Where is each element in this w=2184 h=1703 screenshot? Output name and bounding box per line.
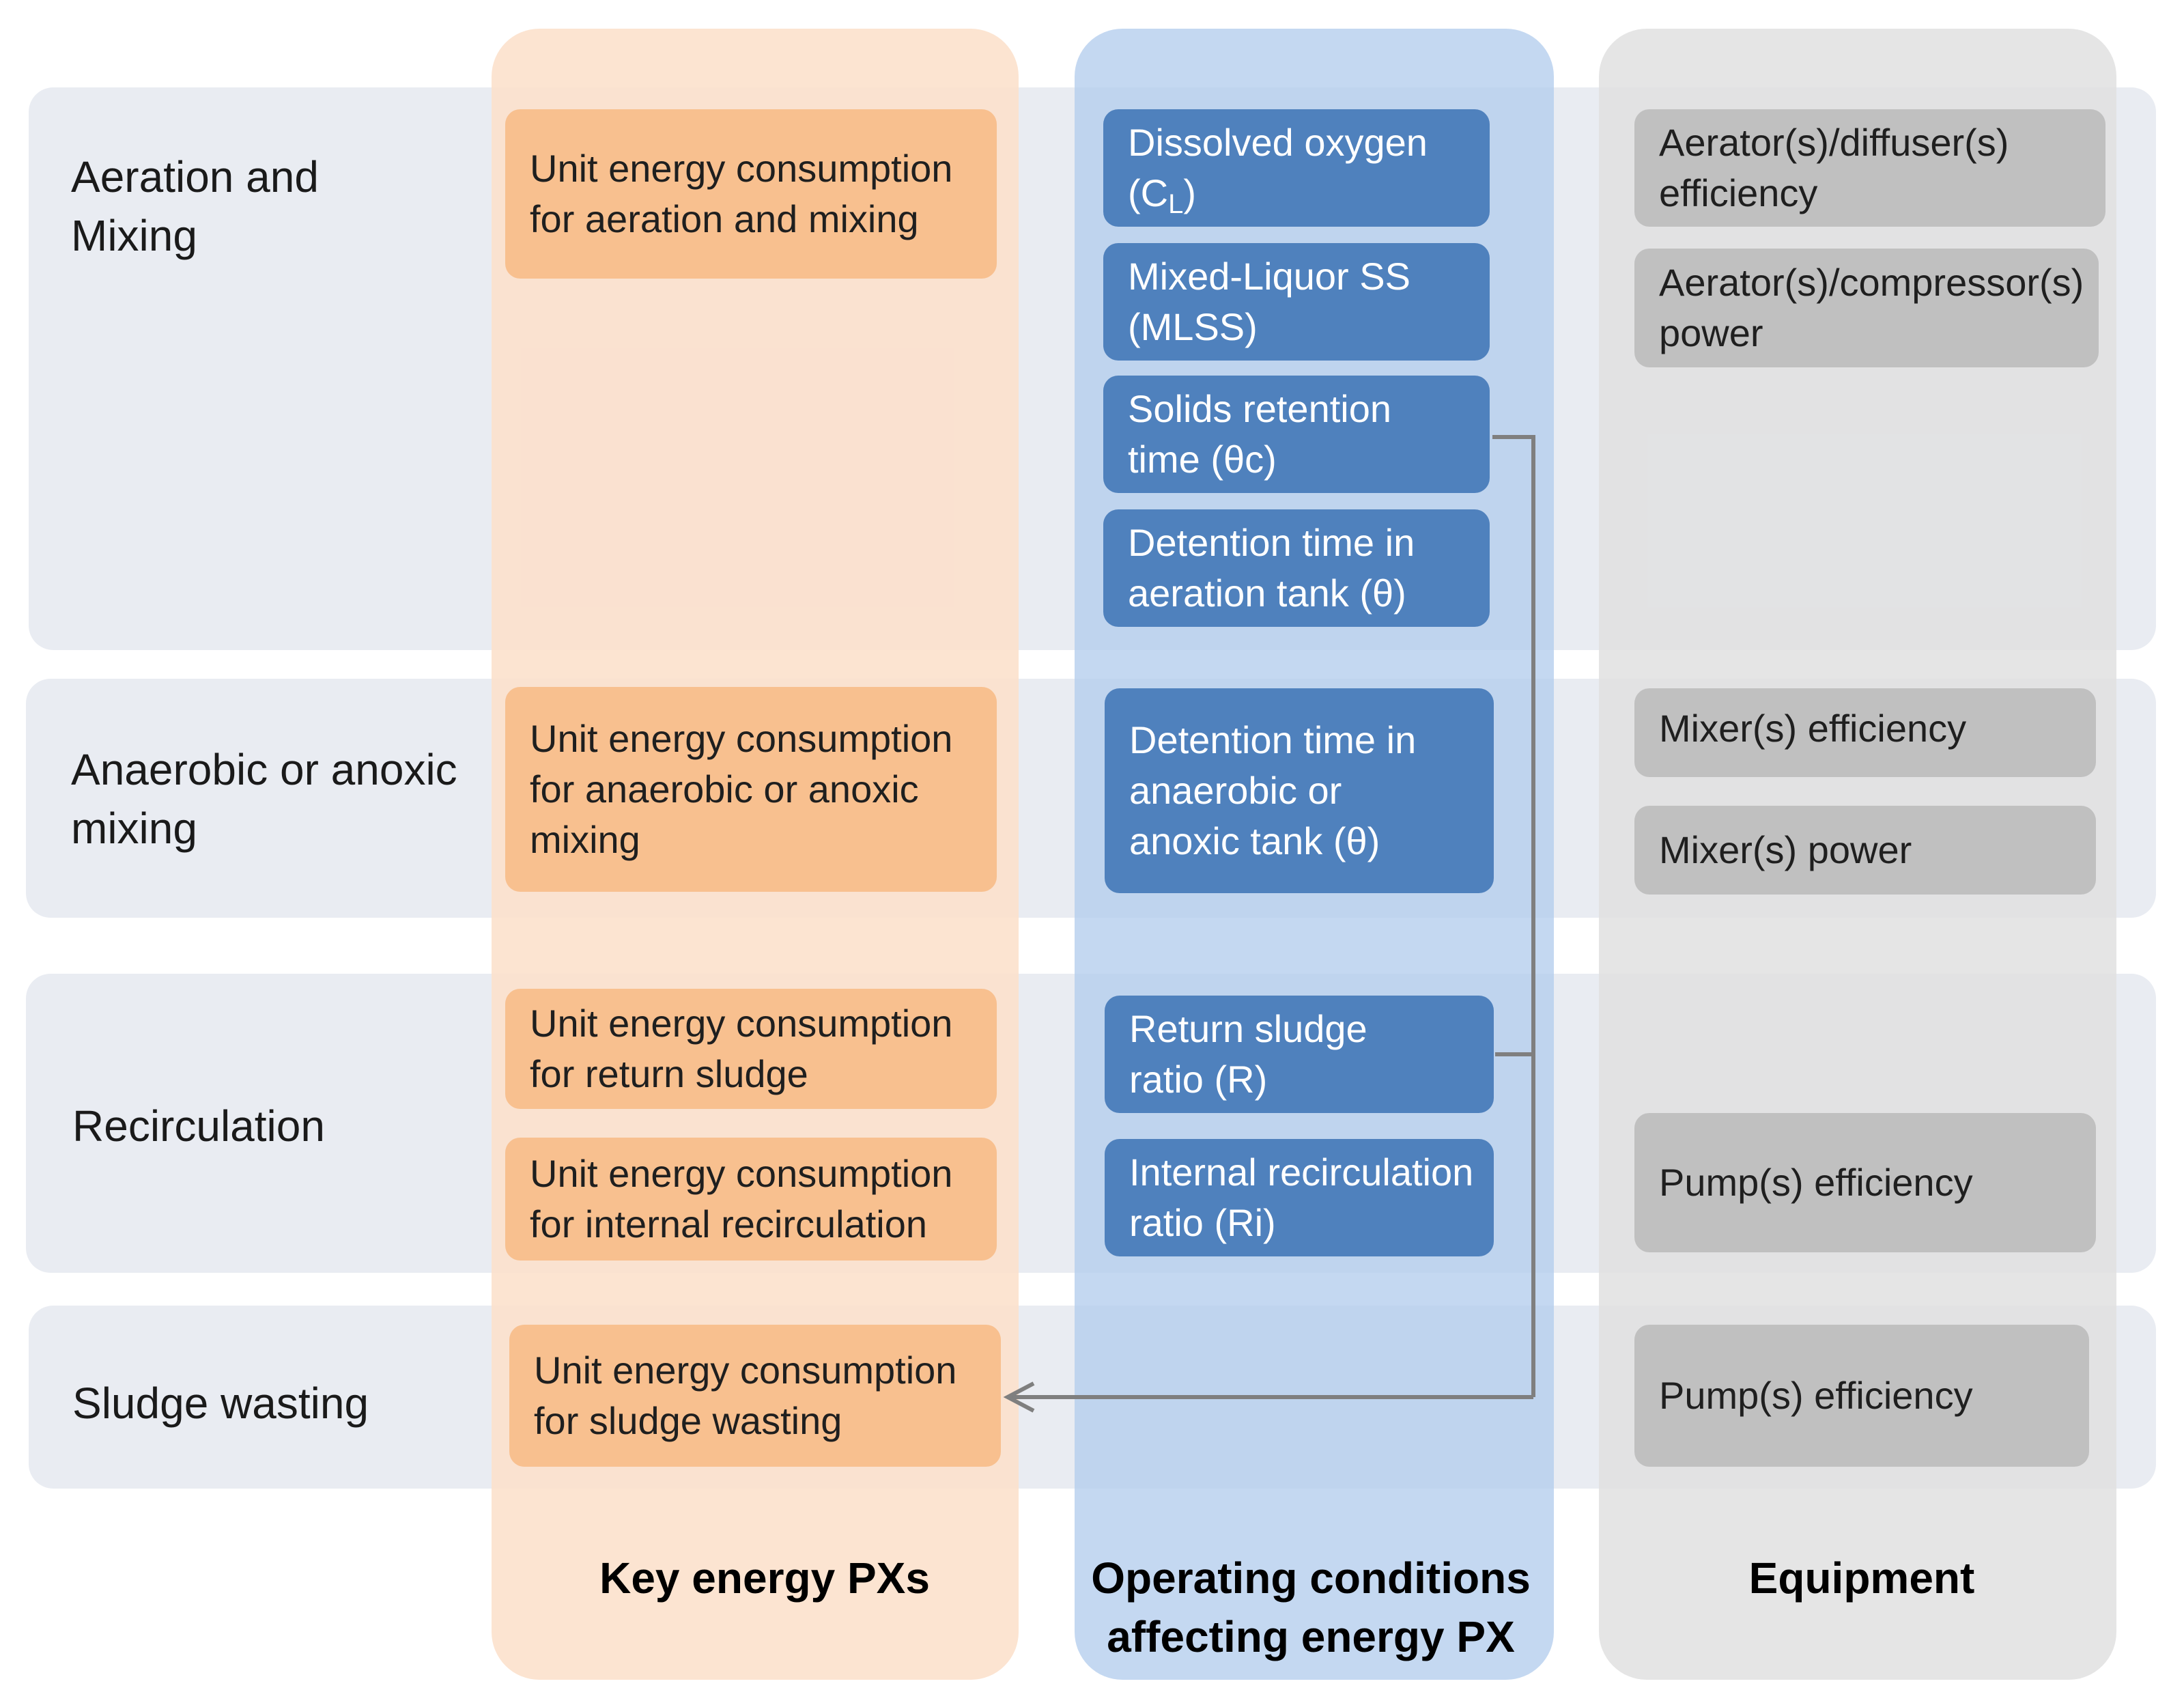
box-text-line: Unit energy consumption xyxy=(530,1152,953,1195)
box-text-line: anaerobic or xyxy=(1129,769,1342,812)
key-px-internal-recirculation: Unit energy consumption for internal rec… xyxy=(505,1138,997,1261)
row-label-aeration: Aeration and Mixing xyxy=(71,147,319,265)
symbol-text: (C xyxy=(1128,171,1169,214)
column-title-equipment: Equipment xyxy=(1748,1553,1975,1603)
row-label-line: mixing xyxy=(71,804,197,853)
connector-srt xyxy=(1492,435,1535,1397)
condition-mlss: Mixed-Liquor SS (MLSS) xyxy=(1103,243,1490,361)
condition-detention-time-anaerobic: Detention time in anaerobic or anoxic ta… xyxy=(1105,688,1494,893)
column-title-line: Operating conditions xyxy=(1091,1553,1531,1603)
box-text-line: Detention time in xyxy=(1129,718,1417,761)
symbol-text: ) xyxy=(1183,171,1196,214)
subscript-text: L xyxy=(1168,189,1184,219)
box-text-line: aeration tank (θ) xyxy=(1128,572,1406,615)
box-text-line: for aeration and mixing xyxy=(530,197,919,240)
row-label-line: Anaerobic or anoxic xyxy=(71,745,457,794)
box-text-line: ratio (R) xyxy=(1129,1058,1268,1101)
equipment-mixer-power: Mixer(s) power xyxy=(1634,806,2096,895)
equipment-pump-efficiency-recirculation: Pump(s) efficiency xyxy=(1634,1113,2096,1252)
box-text-line: for internal recirculation xyxy=(530,1202,928,1245)
box-text-line: Detention time in xyxy=(1128,521,1415,564)
box-text-line: Pump(s) efficiency xyxy=(1659,1374,1973,1417)
row-label-line: Aeration and xyxy=(71,152,319,201)
key-px-return-sludge: Unit energy consumption for return sludg… xyxy=(505,989,997,1109)
box-text-line: (CL) xyxy=(1128,168,1465,219)
box-text-line: (MLSS) xyxy=(1128,305,1258,348)
condition-internal-recirculation-ratio: Internal recirculation ratio (Ri) xyxy=(1105,1139,1494,1256)
box-text-line: ratio (Ri) xyxy=(1129,1201,1276,1244)
box-text-line: Unit energy consumption xyxy=(530,147,953,190)
condition-return-sludge-ratio: Return sludge ratio (R) xyxy=(1105,996,1494,1113)
box-text-line: power xyxy=(1659,311,1763,354)
column-title-operating-conditions: Operating conditions affecting energy PX xyxy=(1051,1549,1570,1666)
condition-dissolved-oxygen: Dissolved oxygen (CL) xyxy=(1103,109,1490,227)
equipment-mixer-efficiency: Mixer(s) efficiency xyxy=(1634,688,2096,777)
box-text-line: for anaerobic or anoxic xyxy=(530,768,919,811)
box-text-line: Internal recirculation xyxy=(1129,1151,1474,1194)
row-label-line: Mixing xyxy=(71,211,197,260)
box-text-line: time (θc) xyxy=(1128,438,1277,481)
row-label-line: Sludge wasting xyxy=(72,1379,369,1428)
box-text-line: anoxic tank (θ) xyxy=(1129,819,1380,862)
condition-detention-time-aeration: Detention time in aeration tank (θ) xyxy=(1103,509,1490,627)
row-label-line: Recirculation xyxy=(72,1101,325,1151)
key-px-anaerobic-anoxic: Unit energy consumption for anaerobic or… xyxy=(505,687,997,892)
arrowhead-icon xyxy=(1003,1381,1035,1413)
box-text-line: Unit energy consumption xyxy=(530,717,953,760)
key-px-sludge-wasting: Unit energy consumption for sludge wasti… xyxy=(509,1325,1001,1467)
row-label-anaerobic: Anaerobic or anoxic mixing xyxy=(71,740,457,858)
box-text-line: Mixed-Liquor SS xyxy=(1128,255,1410,298)
box-text-line: Mixer(s) power xyxy=(1659,828,1912,871)
column-title-line: affecting energy PX xyxy=(1107,1612,1515,1661)
box-text-line: for return sludge xyxy=(530,1052,808,1095)
equipment-aerator-compressor-power: Aerator(s)/compressor(s) power xyxy=(1634,249,2099,367)
box-text-line: mixing xyxy=(530,818,640,861)
column-title-key-energy-pxs: Key energy PXs xyxy=(599,1553,930,1603)
box-text-line: Dissolved oxygen xyxy=(1128,121,1428,164)
equipment-aerator-diffuser-efficiency: Aerator(s)/diffuser(s) efficiency xyxy=(1634,109,2105,227)
box-text-line: Solids retention xyxy=(1128,387,1392,430)
row-label-recirculation: Recirculation xyxy=(72,1097,325,1155)
box-text-line: Unit energy consumption xyxy=(530,1002,953,1045)
condition-solids-retention-time: Solids retention time (θc) xyxy=(1103,376,1490,493)
key-px-aeration-mixing: Unit energy consumption for aeration and… xyxy=(505,109,997,279)
box-text-line: Mixer(s) efficiency xyxy=(1659,707,1967,750)
equipment-pump-efficiency-sludge: Pump(s) efficiency xyxy=(1634,1325,2089,1467)
box-text-line: efficiency xyxy=(1659,171,1818,214)
box-text-line: Return sludge xyxy=(1129,1007,1367,1050)
box-text-line: for sludge wasting xyxy=(534,1399,842,1442)
box-text-line: Pump(s) efficiency xyxy=(1659,1161,1973,1204)
box-text-line: Aerator(s)/diffuser(s) xyxy=(1659,121,2009,164)
row-label-sludge: Sludge wasting xyxy=(72,1374,369,1433)
box-text-line: Aerator(s)/compressor(s) xyxy=(1659,261,2084,304)
box-text-line: Unit energy consumption xyxy=(534,1349,957,1392)
